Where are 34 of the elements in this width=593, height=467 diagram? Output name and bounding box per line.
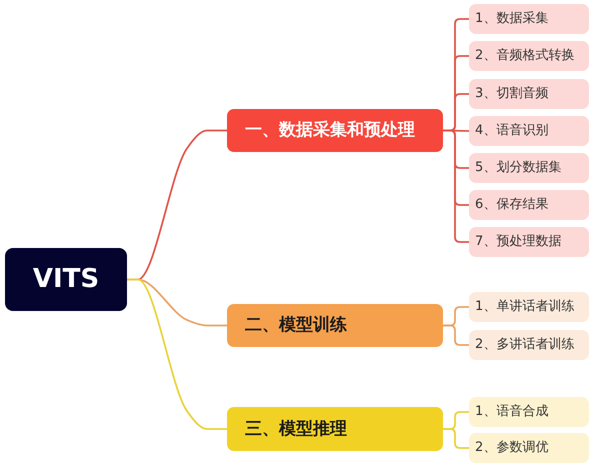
subtopic (469, 79, 589, 109)
connector-line (442, 428, 470, 449)
topic-label: 2、音频格式转换 (475, 48, 574, 64)
subtopic (469, 116, 589, 146)
topic-label: 2、多讲话者训练 (475, 337, 574, 353)
subtopic (469, 153, 589, 183)
topic-label: 二、模型训练 (245, 315, 347, 336)
main-topic (227, 109, 443, 152)
central-topic (5, 248, 127, 311)
topic-label: 7、预处理数据 (475, 234, 562, 250)
topic-label: 5、划分数据集 (475, 160, 562, 176)
topic-label: 4、语音识别 (475, 123, 548, 139)
topic-label: 1、单讲话者训练 (475, 299, 574, 315)
subtopic (469, 292, 589, 322)
subtopic (469, 190, 589, 220)
topic-label: 1、语音合成 (475, 404, 548, 420)
main-topic (227, 304, 443, 347)
subtopic (469, 4, 589, 34)
subtopic (469, 41, 589, 71)
topic-label: 2、参数调优 (475, 440, 548, 456)
subtopic (469, 433, 589, 463)
connector-line (442, 324, 470, 346)
topic-label: 6、保存结果 (475, 197, 548, 213)
main-topic (227, 407, 443, 451)
subtopic (469, 397, 589, 427)
subtopic (469, 330, 589, 360)
topic-label: 1、数据采集 (475, 11, 548, 27)
connector-line (126, 278, 228, 430)
connector-line (442, 130, 470, 243)
topic-label: 三、模型推理 (245, 418, 347, 440)
subtopic (469, 227, 589, 257)
topic-label: VITS (32, 264, 100, 296)
topic-label: 3、切割音频 (475, 86, 548, 102)
topic-label: 一、数据采集和预处理 (245, 120, 415, 141)
